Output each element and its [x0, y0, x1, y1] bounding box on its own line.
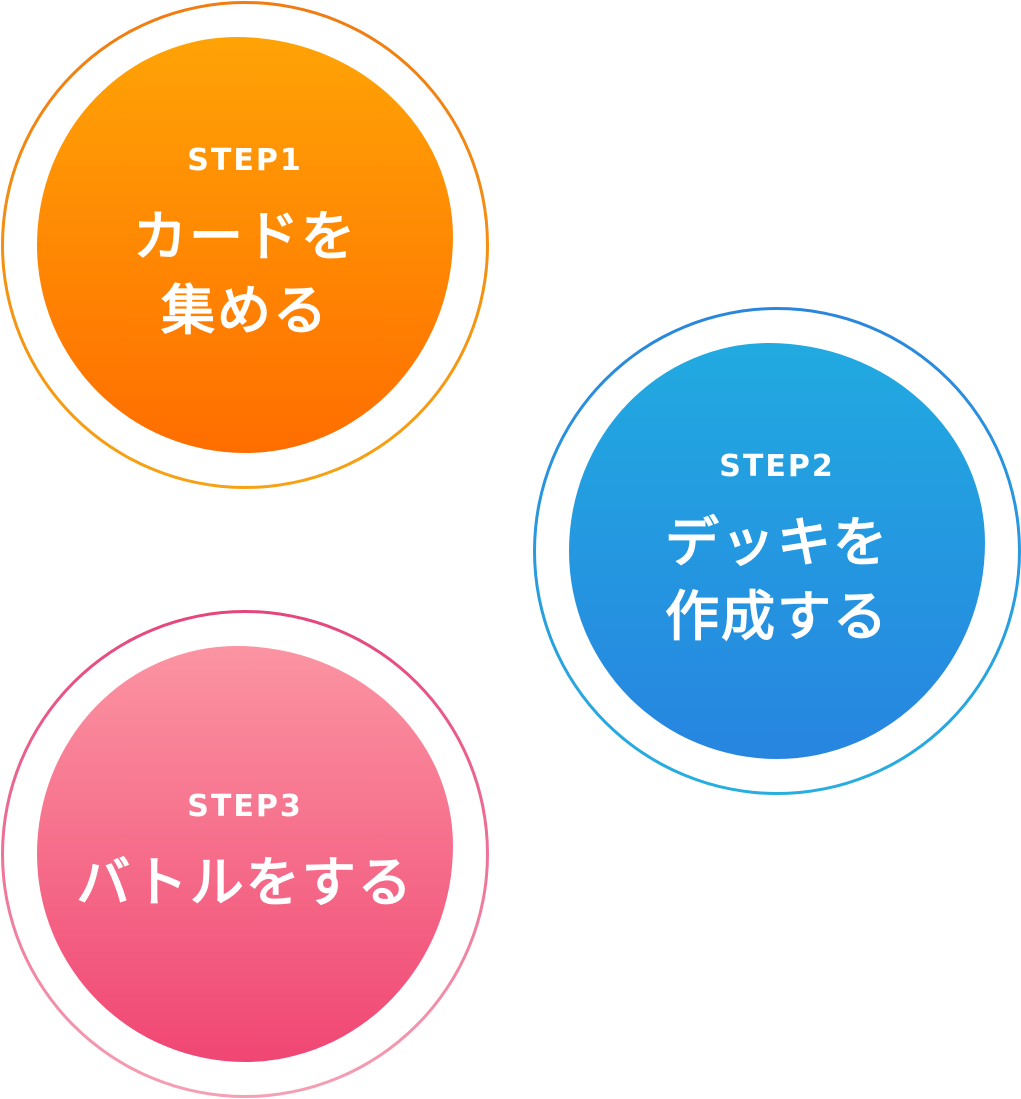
step-1-title: カードを 集める — [133, 200, 357, 348]
step-1-title-line-1: カードを — [133, 204, 357, 268]
step-1-disc: STEP1 カードを 集める — [37, 37, 453, 453]
step-3-label: STEP3 — [187, 788, 303, 824]
step-2-title-line-2: 作成する — [665, 584, 889, 648]
step-2-circle: STEP2 デッキを 作成する — [533, 307, 1021, 795]
step-2-title-line-1: デッキを — [665, 510, 889, 574]
step-1-circle: STEP1 カードを 集める — [1, 1, 489, 489]
step-3-circle: STEP3 バトルをする — [1, 610, 489, 1098]
step-3-title-line-1: バトルをする — [76, 850, 414, 914]
step-2-label: STEP2 — [719, 448, 835, 484]
step-3-disc: STEP3 バトルをする — [37, 646, 453, 1062]
step-2-title: デッキを 作成する — [665, 506, 889, 654]
step-2-disc: STEP2 デッキを 作成する — [569, 343, 985, 759]
step-1-title-line-2: 集める — [161, 278, 329, 342]
step-3-title: バトルをする — [76, 846, 414, 920]
step-1-label: STEP1 — [187, 142, 303, 178]
